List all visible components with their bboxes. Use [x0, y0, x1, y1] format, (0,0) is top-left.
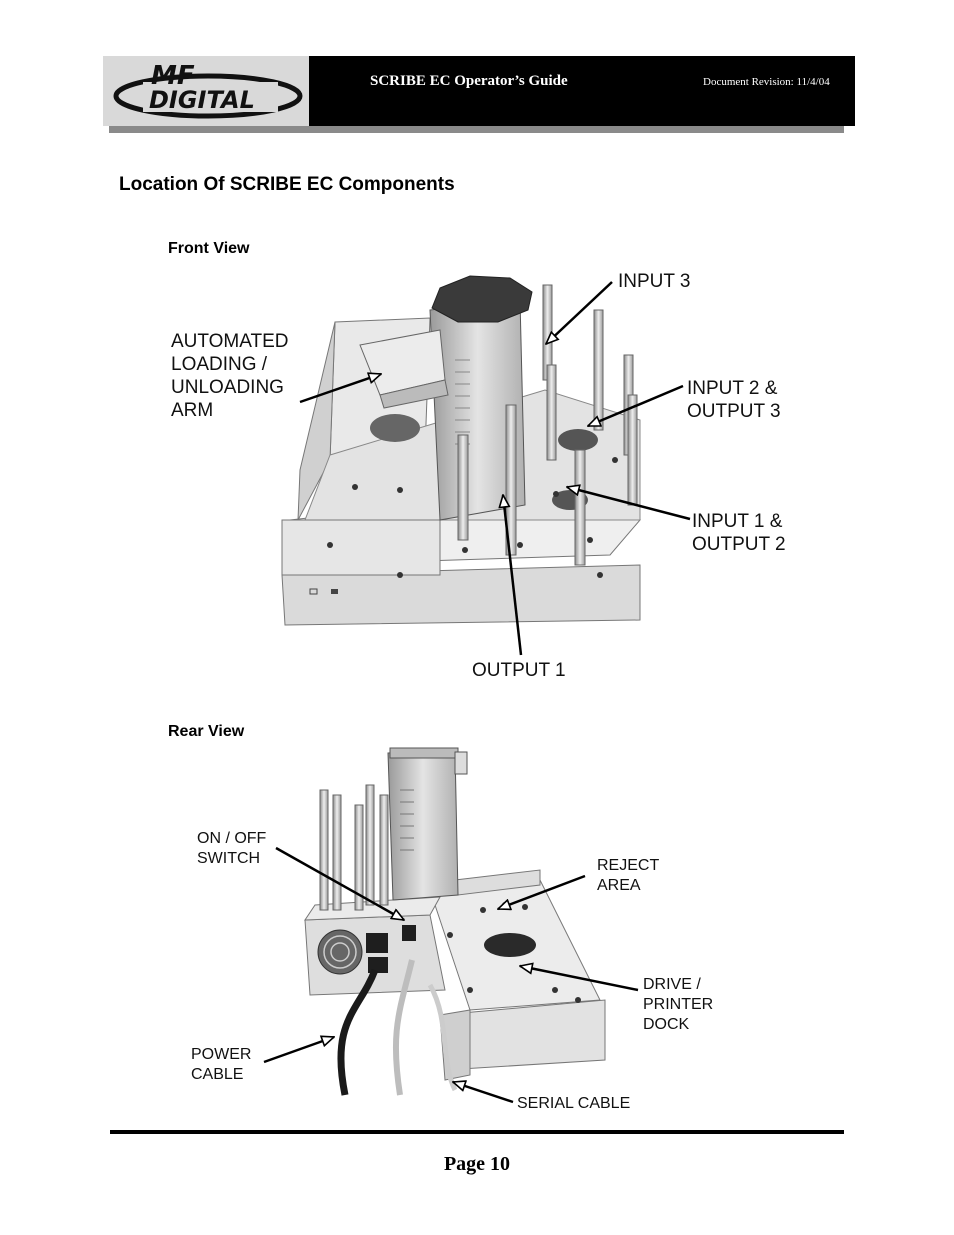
label-drive-printer-dock: DRIVE / PRINTER DOCK: [643, 976, 714, 1033]
label-input-1-output-2: INPUT 1 & OUTPUT 2: [692, 511, 786, 555]
mf-digital-logo: MF DIGITAL: [103, 56, 309, 126]
label-on-off-switch: ON / OFF SWITCH: [197, 830, 267, 867]
logo-text-mf: MF: [151, 61, 195, 91]
header-bar: MF DIGITAL SCRIBE EC Operator’s Guide Do…: [103, 56, 855, 126]
rear-view-heading: Rear View: [168, 723, 245, 740]
label-power-cable: POWER CABLE: [191, 1046, 252, 1083]
label-output-1: OUTPUT 1: [472, 660, 566, 681]
guide-title: SCRIBE EC Operator’s Guide: [370, 73, 568, 89]
section-title: Location Of SCRIBE EC Components: [119, 174, 455, 195]
page-number: Page 10: [443, 1153, 511, 1175]
document-revision: Document Revision: 11/4/04: [703, 76, 830, 88]
label-reject-area: REJECT AREA: [597, 857, 660, 894]
label-serial-cable: SERIAL CABLE: [517, 1095, 631, 1112]
logo-text-digital: DIGITAL: [149, 86, 255, 114]
label-input-3: INPUT 3: [618, 271, 691, 292]
label-input-2-output-3: INPUT 2 & OUTPUT 3: [687, 378, 781, 422]
front-view-heading: Front View: [168, 240, 250, 257]
label-automated-arm: AUTOMATED LOADING / UNLOADING ARM: [171, 331, 289, 421]
footer-rule: [110, 1130, 844, 1134]
